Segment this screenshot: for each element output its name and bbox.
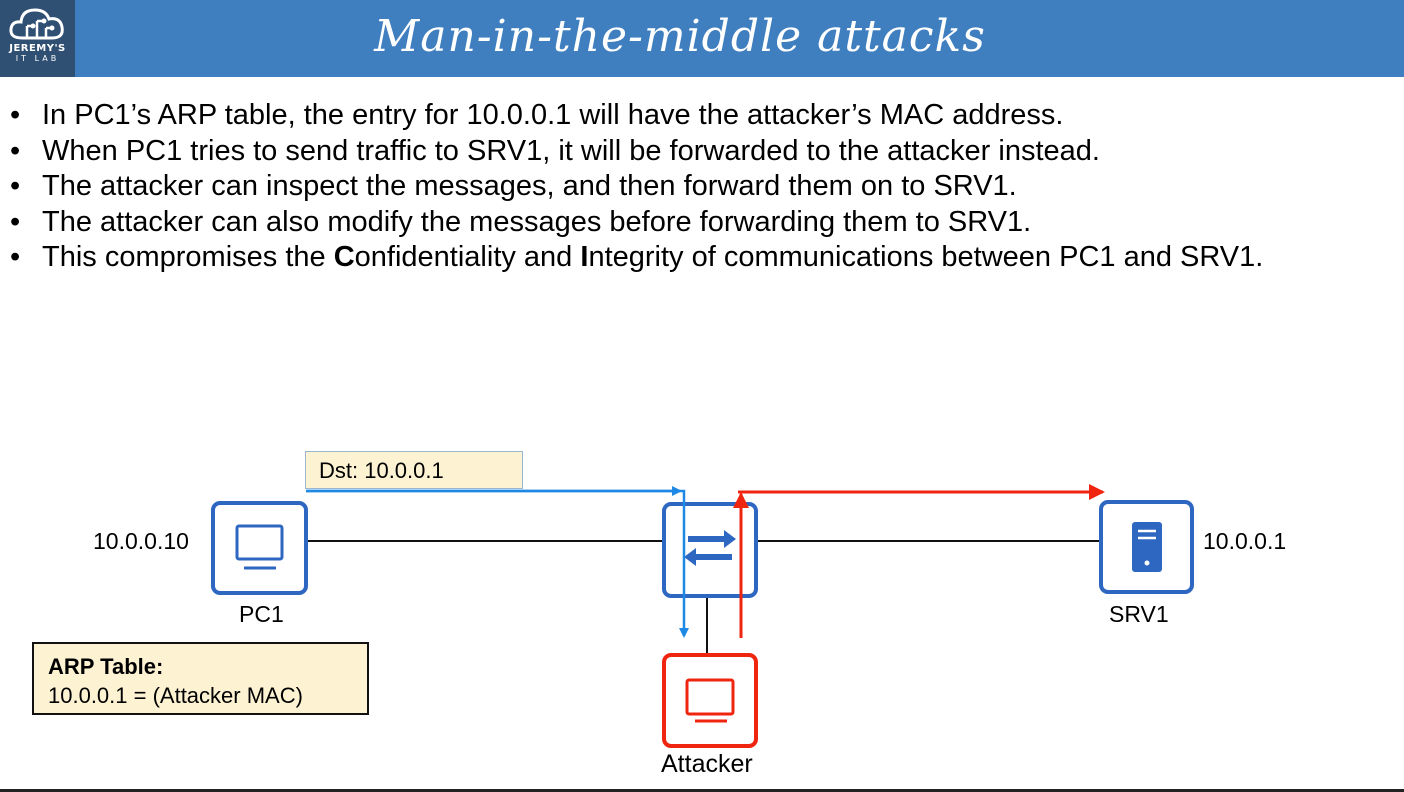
bullet-item: In PC1’s ARP table, the entry for 10.0.0… — [10, 98, 1263, 134]
bullet-text: When PC1 tries to send traffic to SRV1, … — [42, 134, 1100, 167]
bold-i: I — [580, 241, 589, 273]
bullet-text: The attacker can also modify the message… — [42, 205, 1032, 238]
bullet-text-mid: onfidentiality and — [354, 241, 581, 273]
bullet-text-end: ntegrity of communications between PC1 a… — [588, 241, 1264, 273]
pc1-ip-label: 10.0.0.10 — [93, 528, 189, 554]
logo-line-2: IT LAB — [15, 54, 60, 63]
arp-table-title: ARP Table: — [48, 654, 164, 679]
attacker-device[interactable] — [662, 653, 758, 748]
arp-table-entry: 10.0.0.1 = (Attacker MAC) — [48, 683, 303, 708]
bullet-item: The attacker can also modify the message… — [10, 205, 1263, 241]
srv1-device[interactable] — [1099, 500, 1194, 594]
packet-dst-label: Dst: 10.0.0.1 — [305, 451, 523, 489]
bullet-text: In PC1’s ARP table, the entry for 10.0.0… — [42, 99, 1064, 131]
switch-arrows-icon — [684, 530, 736, 566]
bullet-text: This compromises the — [42, 241, 334, 273]
srv1-label: SRV1 — [1109, 601, 1169, 627]
jeremys-it-lab-logo: JEREMY'S IT LAB — [0, 0, 75, 77]
cloud-circuit-icon — [9, 8, 64, 40]
title-bar: JEREMY'S IT LAB Man-in-the-middle attack… — [0, 0, 1404, 77]
pc-icon — [235, 524, 284, 570]
srv1-ip-label: 10.0.0.1 — [1203, 528, 1287, 554]
bullet-item: When PC1 tries to send traffic to SRV1, … — [10, 134, 1263, 170]
switch-device[interactable] — [662, 502, 758, 598]
pc1-label: PC1 — [239, 601, 284, 627]
bullet-text: The attacker can inspect the messages, a… — [42, 170, 1017, 202]
bottom-divider — [0, 789, 1404, 792]
bullet-list: In PC1’s ARP table, the entry for 10.0.0… — [10, 98, 1263, 276]
slide-title: Man-in-the-middle attacks — [374, 11, 986, 62]
server-icon — [1132, 522, 1162, 572]
bullet-item: This compromises the Confidentiality and… — [10, 240, 1263, 276]
logo-line-1: JEREMY'S — [9, 43, 66, 54]
bullet-item: The attacker can inspect the messages, a… — [10, 169, 1263, 205]
attacker-label: Attacker — [661, 750, 753, 778]
traffic-arrow-to-attacker — [306, 489, 689, 638]
bold-c: C — [333, 241, 355, 273]
attacker-pc-icon — [685, 678, 735, 723]
arp-table-note: ARP Table: 10.0.0.1 = (Attacker MAC) — [32, 642, 369, 715]
pc1-device[interactable] — [211, 501, 308, 595]
